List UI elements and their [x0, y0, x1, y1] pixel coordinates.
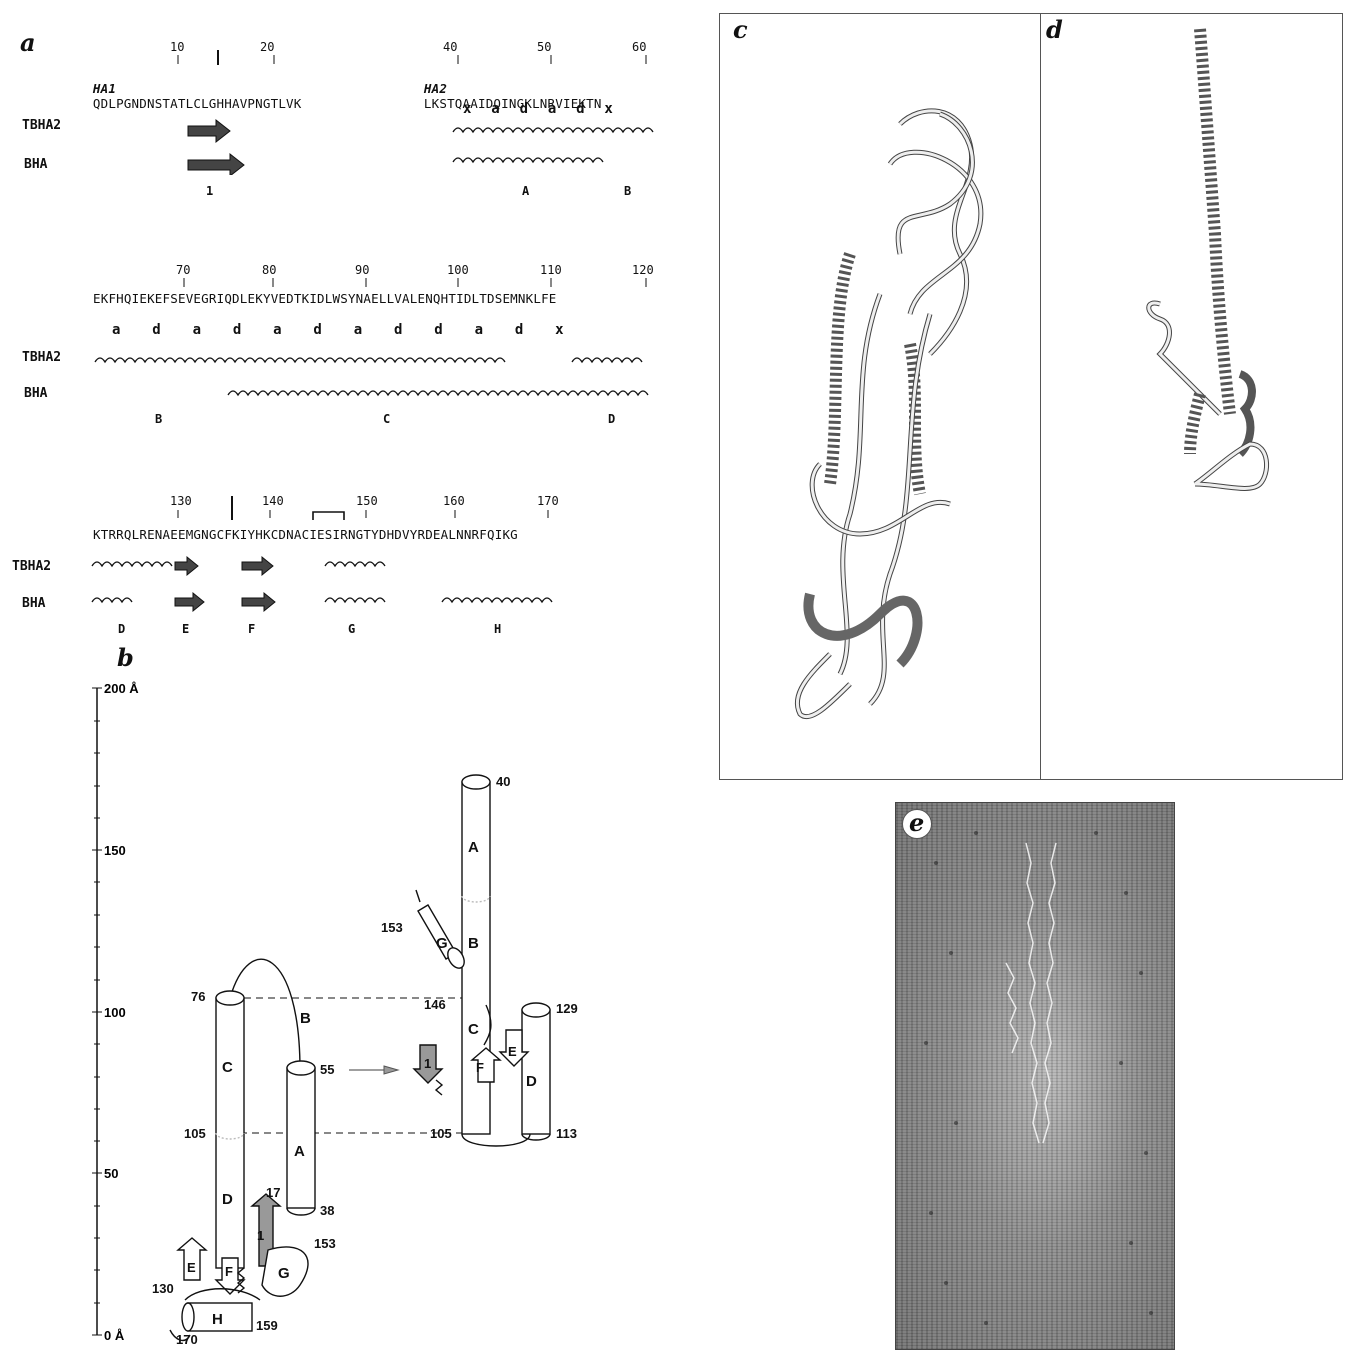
native-label-159: 159: [256, 1318, 278, 1333]
axis-label-200: 200 Å: [104, 681, 139, 696]
transition-arrow: [349, 1066, 398, 1074]
native-loop-b: B: [300, 1010, 311, 1027]
native-helix-a: A: [294, 1143, 305, 1160]
axis-label-100: 100: [104, 1005, 126, 1020]
axis-label-0: 0 Å: [104, 1328, 125, 1343]
panel-e-label: e: [909, 808, 924, 837]
fusion-helix-a: A: [468, 839, 479, 856]
panel-e-density-overlay: [896, 803, 1174, 1349]
native-helix-c: C: [222, 1059, 233, 1076]
native-label-55: 55: [320, 1062, 334, 1077]
fusion-label-113: 113: [556, 1126, 577, 1141]
native-label-170: 170: [176, 1332, 198, 1347]
native-label-153: 153: [314, 1236, 336, 1251]
panel-d-ribbon-structure: [1040, 14, 1342, 778]
native-strand-f: F: [225, 1264, 233, 1279]
fusion-strand-1: 1: [424, 1056, 431, 1071]
fusion-strand-f: F: [476, 1060, 484, 1075]
axis-label-50: 50: [104, 1166, 118, 1181]
fusion-helix-d: D: [526, 1073, 537, 1090]
native-label-76: 76: [191, 989, 205, 1004]
fusion-helix-g: G: [436, 935, 448, 952]
panel-e-density-map: e: [895, 802, 1175, 1350]
native-helix-d: D: [222, 1191, 233, 1208]
fusion-strand-e: E: [508, 1044, 517, 1059]
fusion-label-40: 40: [496, 774, 510, 789]
fusion-label-105: 105: [430, 1126, 452, 1141]
native-label-105: 105: [184, 1126, 206, 1141]
native-strand-e: E: [187, 1260, 196, 1275]
axis-label-150: 150: [104, 843, 126, 858]
panel-c-ribbon-structure: [720, 14, 1040, 778]
native-label-130: 130: [152, 1281, 174, 1296]
fusion-label-146: 146: [424, 997, 446, 1012]
fusion-label-129: 129: [556, 1001, 578, 1016]
panel-b-diagram: 200 Å 150 100 50 0 Å: [0, 0, 700, 1349]
fusion-helix-c: C: [468, 1021, 479, 1038]
native-strand-1: 1: [257, 1228, 264, 1243]
native-label-38: 38: [320, 1203, 334, 1218]
fusion-label-153: 153: [381, 920, 403, 935]
fusion-helix-b: B: [468, 935, 479, 952]
native-helix-g: G: [278, 1265, 290, 1282]
fusion-structure: [414, 775, 550, 1146]
height-axis: 200 Å 150 100 50 0 Å: [92, 681, 139, 1343]
native-label-17: 17: [266, 1185, 280, 1200]
native-helix-h: H: [212, 1311, 223, 1328]
